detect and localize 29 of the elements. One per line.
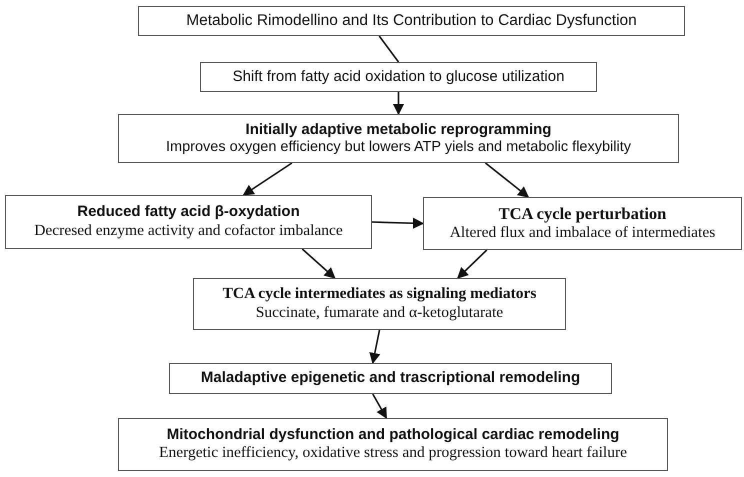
box-text: Decresed enzyme activity and cofactor imbalance bbox=[34, 222, 343, 241]
arrow bbox=[302, 248, 336, 279]
box-text: Succinate, fumarate and α-ketoglutarate bbox=[256, 304, 504, 323]
box-heading: TCA cycle intermediates as signaling mediators bbox=[222, 285, 536, 304]
box-heading: TCA cycle perturbation bbox=[498, 204, 666, 224]
arrow bbox=[457, 249, 488, 279]
box-heading: Initially adaptive metabolic reprogramming bbox=[246, 120, 552, 139]
box-text: Shift from fatty acid oxidation to glucose utilization bbox=[232, 68, 564, 86]
box-text: Altered flux and imbalace of intermediates bbox=[450, 224, 716, 244]
arrow bbox=[242, 162, 292, 196]
box-text: Energetic inefficiency, oxidative stress and progression toward heart failure bbox=[159, 444, 627, 464]
arrow bbox=[372, 394, 388, 419]
process-box bbox=[118, 418, 668, 471]
process-box bbox=[169, 363, 612, 394]
arrow bbox=[372, 218, 424, 229]
arrow bbox=[369, 330, 380, 364]
process-box bbox=[200, 62, 597, 92]
arrow bbox=[484, 162, 530, 198]
process-box bbox=[118, 114, 679, 163]
box-heading: Reduced fatty acid β-oxydation bbox=[77, 203, 300, 222]
process-box bbox=[138, 6, 685, 36]
box-text: Improves oxygen efficiency but lowers ATP yiels and metabolic flexybility bbox=[166, 138, 632, 156]
box-heading: Mitochondrial dysfunction and pathological cardiac remodeling bbox=[166, 426, 620, 444]
process-box bbox=[5, 195, 372, 249]
box-text: Metabolic Rimodellino and Its Contribution to Cardiac Dysfunction bbox=[186, 12, 637, 30]
process-box bbox=[423, 197, 742, 250]
box-text: Maladaptive epigenetic and trascriptional remodeling bbox=[200, 369, 580, 388]
process-box bbox=[193, 278, 566, 330]
arrow bbox=[392, 92, 404, 116]
